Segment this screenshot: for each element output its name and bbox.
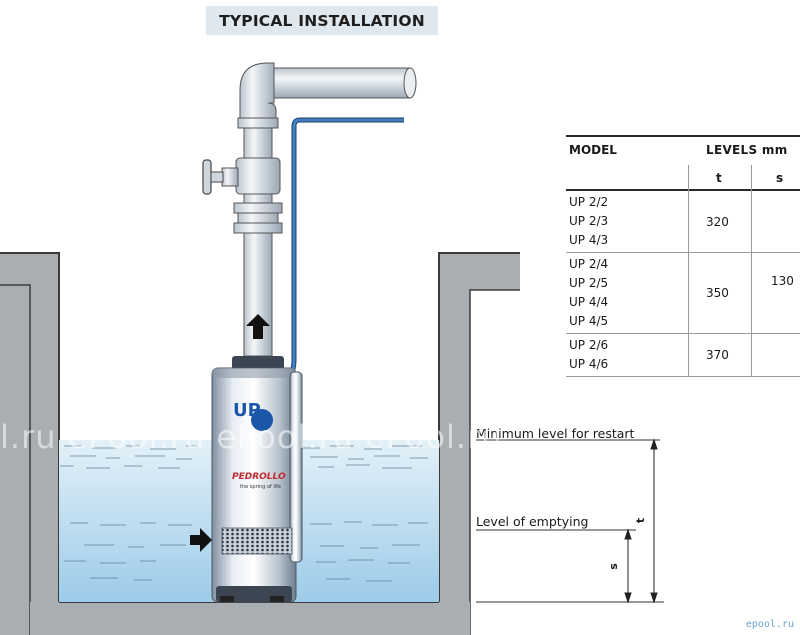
table-header: MODEL LEVELS mm (566, 135, 800, 167)
t-value-cell: 320 (706, 214, 729, 229)
flow-up-arrow-icon (246, 314, 270, 339)
s-value-cell: 130 (771, 274, 794, 288)
tank-floor (30, 601, 470, 635)
dimension-s (624, 528, 632, 604)
table-divider (688, 165, 689, 376)
discharge-pipe-horizontal (267, 67, 411, 99)
table-subheader: t s (566, 167, 800, 191)
model-cell: UP 4/4 (569, 295, 609, 309)
pump-tagline: the spring of life (240, 484, 281, 490)
power-cable (287, 117, 404, 378)
dimension-t-label: t (634, 517, 648, 524)
watermark-small: epool.ru (745, 619, 794, 630)
intake-arrow-icon (190, 528, 212, 552)
col-s-header: s (776, 171, 784, 185)
emptying-level-label: Level of emptying (476, 514, 589, 529)
pump-maker: PEDROLLO (232, 472, 286, 482)
watermark: l.ru ePool.ru ePool.ru ePool.ru (0, 418, 503, 456)
dimension-s-label: s (606, 563, 620, 570)
table-row-group: UP 2/6 UP 4/6 370 (566, 334, 800, 377)
model-cell: UP 4/3 (569, 233, 609, 247)
dimension-t (650, 438, 658, 604)
pipe-elbow (239, 62, 277, 121)
col-levels-header: LEVELS mm (706, 143, 788, 157)
diagram-title: TYPICAL INSTALLATION (206, 6, 438, 35)
water-ripples (60, 445, 428, 582)
pump (211, 356, 303, 603)
table-divider (751, 165, 752, 376)
min-level-label: Minimum level for restart (476, 426, 635, 441)
col-model-header: MODEL (569, 143, 617, 157)
col-t-header: t (716, 171, 722, 185)
table-row-group: UP 2/4 UP 2/5 UP 4/4 UP 4/5 350 (566, 253, 800, 334)
model-cell: UP 4/6 (569, 357, 609, 371)
valve-handle-icon (202, 159, 212, 195)
model-cell: UP 2/3 (569, 214, 609, 228)
tank-wall-left-inner (0, 284, 31, 635)
table-row-group: UP 2/2 UP 2/3 UP 4/3 320 (566, 191, 800, 253)
t-value-cell: 350 (706, 286, 729, 300)
model-cell: UP 2/2 (569, 195, 609, 209)
model-cell: UP 4/5 (569, 314, 609, 328)
model-cell: UP 2/4 (569, 257, 609, 271)
model-cell: UP 2/5 (569, 276, 609, 290)
levels-table: MODEL LEVELS mm t s UP 2/2 UP 2/3 UP 4/3… (566, 135, 800, 377)
model-cell: UP 2/6 (569, 338, 609, 352)
t-value-cell: 370 (706, 348, 729, 362)
pump-logo: UP (233, 400, 261, 421)
